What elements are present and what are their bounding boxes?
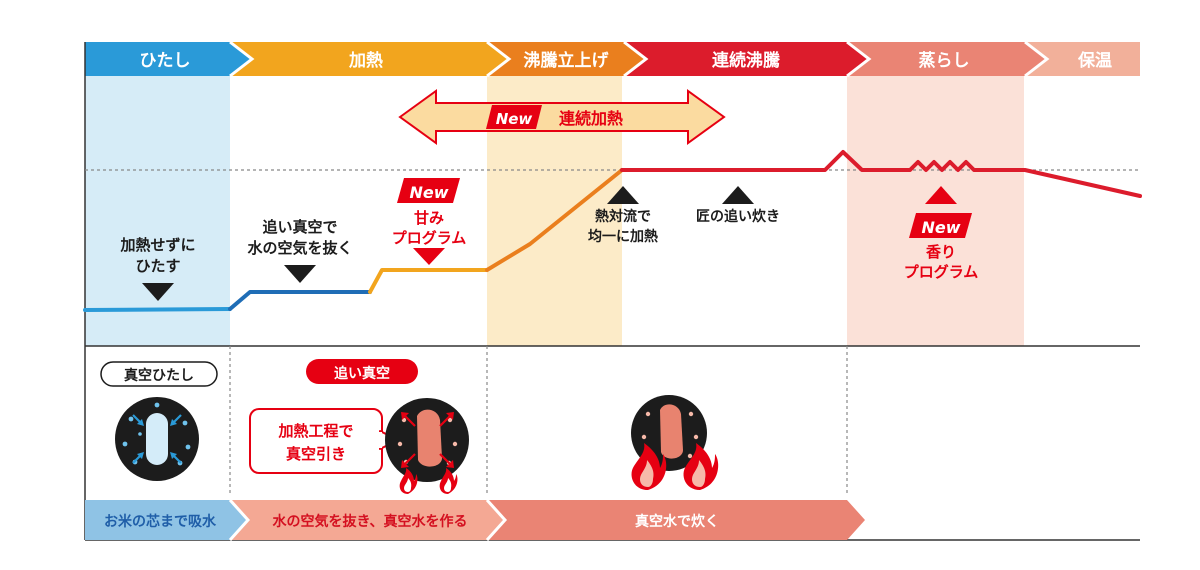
bottom-bar-label-cook: 真空水で炊く: [635, 513, 719, 530]
down-triangle-icon: [413, 248, 445, 265]
phase-label-soak: ひたし: [140, 51, 191, 71]
vacuum-soak-pill: [100, 361, 218, 387]
svg-text:熱対流で: 熱対流で: [595, 208, 651, 225]
svg-text:追い真空で: 追い真空で: [262, 218, 337, 236]
down-triangle-icon: [142, 283, 174, 301]
temperature-curve: [83, 150, 1142, 312]
flame-icon: [683, 443, 719, 490]
vacuum-soak-rice-icon: [115, 397, 199, 481]
phase-chevron-heat: [230, 42, 509, 76]
soak-phase-background: [85, 76, 230, 346]
svg-text:ひたす: ひたす: [135, 257, 180, 275]
svg-text:加熱せずに: 加熱せずに: [119, 236, 195, 254]
phase-chevron-steam: [847, 42, 1047, 76]
svg-text:真空引き: 真空引き: [286, 445, 346, 463]
svg-text:プログラム: プログラム: [904, 263, 979, 281]
chase-vacuum-rice-icon: [385, 398, 469, 482]
svg-text:均一に加熱: 均一に加熱: [588, 228, 658, 245]
annotation-aroma-program: New 香り プログラム: [904, 186, 979, 281]
curve-boil-segment: [620, 150, 1142, 198]
phase-label-boil: 連続沸騰: [712, 50, 781, 71]
annotation-vacuum: 追い真空で 水の空気を抜く: [247, 218, 353, 283]
up-triangle-icon: [722, 186, 754, 204]
svg-text:真空ひたし: 真空ひたし: [124, 367, 194, 384]
curve-boil-up-segment: [485, 168, 624, 272]
annotation-sweet-program: New 甘み プログラム: [392, 178, 467, 265]
flame-icon: [439, 468, 458, 494]
phase-label-steam: 蒸らし: [919, 51, 970, 71]
bottom-bar-label-absorb: お米の芯まで吸水: [104, 513, 217, 530]
phase-chevron-boil: [624, 42, 869, 76]
bottom-bar-label-remove-air: 水の空気を抜き、真空水を作る: [272, 513, 467, 530]
phase-label-boil-up: 沸騰立上げ: [524, 50, 610, 71]
phase-header: ひたし 加熱 沸騰立上げ 連続沸騰 蒸らし 保温: [85, 40, 1140, 78]
bottom-process-bar: お米の芯まで吸水 水の空気を抜き、真空水を作る 真空水で炊く: [85, 498, 865, 542]
down-triangle-icon: [284, 265, 316, 283]
svg-text:甘み: 甘み: [414, 209, 444, 227]
svg-text:追い真空: 追い真空: [334, 365, 390, 382]
annotation-takumi: 匠の追い炊き: [696, 186, 780, 225]
flame-icon: [399, 468, 418, 494]
vacuum-cooking-section: [631, 395, 719, 490]
curve-sweet-segment: [368, 268, 489, 294]
up-triangle-icon: [925, 186, 957, 204]
svg-text:プログラム: プログラム: [392, 229, 467, 247]
continuous-heating-label: 連続加熱: [559, 109, 623, 128]
new-badge: [909, 213, 972, 238]
phase-chevron-boil-up: [487, 42, 646, 76]
chase-vacuum-section: 追い真空 加熱工程で 真空引き: [249, 359, 469, 494]
steam-phase-background: [847, 76, 1024, 346]
double-arrow: [398, 89, 726, 145]
phase-label-keep-warm: 保温: [1077, 50, 1112, 71]
annotation-no-heat: 加熱せずに ひたす: [119, 236, 196, 301]
new-badge: [486, 105, 542, 129]
bottom-bar-cook: [487, 500, 865, 540]
svg-text:加熱工程で: 加熱工程で: [277, 422, 353, 440]
new-badge: [397, 178, 460, 203]
up-triangle-icon: [607, 186, 639, 204]
phase-chevron-keep-warm: [1025, 42, 1140, 76]
curve-vacuum-segment: [228, 290, 372, 311]
bottom-bar-absorb: [85, 500, 248, 540]
svg-text:匠の追い炊き: 匠の追い炊き: [696, 208, 780, 225]
svg-text:水の空気を抜く: 水の空気を抜く: [247, 239, 352, 257]
svg-text:香り: 香り: [926, 243, 956, 261]
phase-label-heat: 加熱: [348, 50, 383, 71]
chase-vacuum-pill: [306, 359, 418, 384]
annotation-convection: 熱対流で 均一に加熱: [588, 186, 658, 245]
bottom-bar-remove-air: [230, 500, 505, 540]
svg-text:New: New: [409, 183, 448, 202]
phase-chevron-soak: [85, 42, 252, 76]
new-badge-text: New: [496, 110, 533, 128]
vacuum-soak-section: 真空ひたし: [100, 361, 218, 481]
svg-text:New: New: [921, 218, 960, 237]
flame-icon: [631, 443, 667, 490]
curve-soak-segment: [83, 307, 232, 312]
continuous-heating-banner: New 連続加熱: [398, 89, 726, 145]
callout-bubble: 加熱工程で 真空引き: [249, 408, 399, 474]
